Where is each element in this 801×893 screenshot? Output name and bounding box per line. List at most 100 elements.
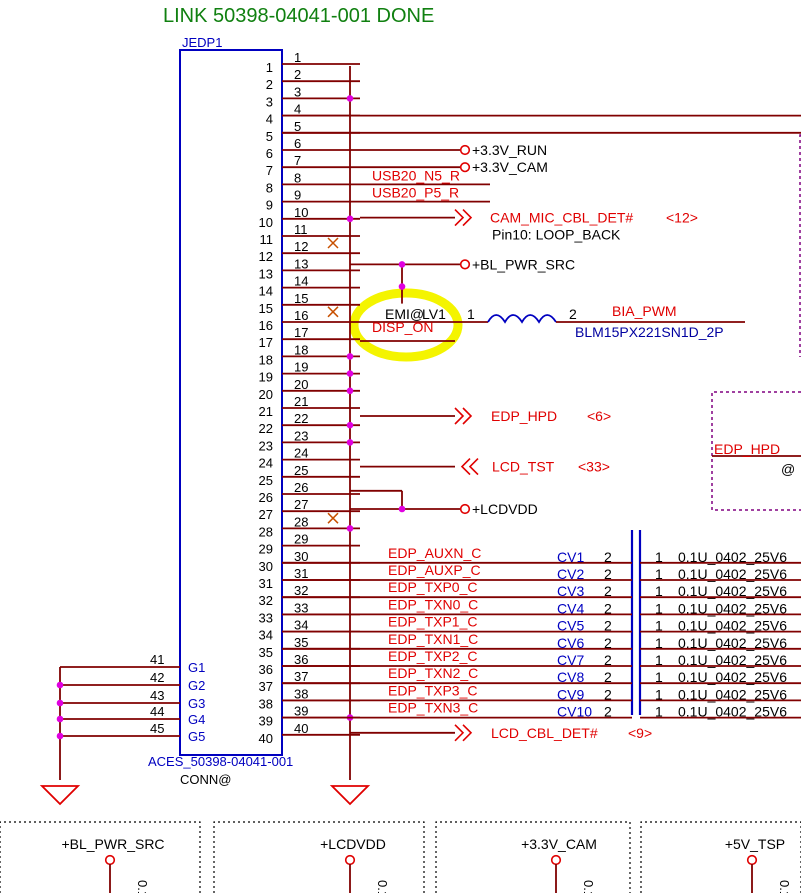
- page-title: LINK 50398-04041-001 DONE: [163, 5, 434, 27]
- junction-dot-bl: [398, 261, 406, 268]
- pin-number-right: 5: [294, 119, 301, 134]
- pin-number-right: 19: [294, 360, 308, 375]
- pin-number-left: 23: [259, 438, 273, 453]
- cap-value: 0.1U_0402_25V6: [678, 635, 787, 651]
- pin-number-right: 32: [294, 583, 308, 598]
- pin-number-left: 20: [259, 387, 273, 402]
- net-label-edp: EDP_TXN3_C: [388, 700, 478, 716]
- cap-value: 0.1U_0402_25V6: [678, 618, 787, 634]
- pin-number-left: 17: [259, 335, 273, 350]
- pin-number-left: 18: [259, 352, 273, 367]
- pin-number-left: 11: [260, 232, 274, 247]
- ground-pin-label: G5: [188, 729, 205, 744]
- pin-label-lv1-1: 1: [467, 306, 475, 322]
- pin-number-left: 15: [259, 301, 273, 316]
- net-label-disp-on: DISP_ON: [372, 319, 433, 335]
- pin-number-right: 11: [294, 222, 308, 237]
- cap-value: 0.1U_0402_25V6: [678, 686, 787, 702]
- page-ref-lcd-tst: <33>: [578, 459, 610, 475]
- ground-pin-label: G2: [188, 678, 205, 693]
- pin-number-left: 25: [259, 473, 273, 488]
- component-value-lv1: BLM15PX221SN1D_2P: [575, 324, 724, 340]
- ground-pin-label: G1: [188, 660, 205, 675]
- page-ref-cam-det: <12>: [666, 210, 698, 226]
- bottom-section-box: [640, 821, 801, 893]
- pin-number-right: 40: [294, 721, 308, 736]
- schematic-dynamic-layer: 1234567891011121314151617181920212223242…: [0, 50, 801, 893]
- cap-pin-a: 2: [604, 566, 612, 582]
- net-label-usb-n: USB20_N5_R: [372, 167, 460, 183]
- ground-symbol-left: [39, 785, 81, 806]
- pin-number-right: 23: [294, 428, 308, 443]
- pin-number-left: 3: [266, 94, 273, 109]
- offpage-arrow-lcd-tst: [460, 458, 479, 476]
- ground-pin-label: G3: [188, 696, 205, 711]
- net-label-bia: BIA_PWM: [612, 303, 677, 319]
- net-label-lcd-cbl: LCD_CBL_DET#: [491, 725, 598, 741]
- net-label-emi: EMI@: [385, 306, 424, 322]
- pin-number-left: 36: [259, 662, 273, 677]
- pin-number-left: 22: [259, 421, 273, 436]
- connector-ref: JEDP1: [182, 35, 222, 50]
- cap-pin-a: 2: [604, 618, 612, 634]
- bus-junction-dot: [346, 525, 354, 532]
- ground-pin-number: 41: [150, 652, 164, 667]
- ground-pin-number: 42: [150, 670, 164, 685]
- pin-number-left: 38: [259, 696, 273, 711]
- pin-number-right: 27: [294, 497, 308, 512]
- bus-junction-dot: [346, 95, 354, 102]
- net-label-bl-pwr: +BL_PWR_SRC: [472, 256, 575, 272]
- bottom-rail-label: +LCDVDD: [320, 836, 386, 852]
- pin-number-left: 12: [259, 249, 273, 264]
- pin-number-right: 21: [294, 394, 308, 409]
- bottom-cap-value: 0.1: [135, 880, 150, 893]
- power-port-run: [459, 144, 471, 156]
- pin-number-right: 10: [294, 205, 308, 220]
- pin-number-left: 34: [259, 628, 273, 643]
- bottom-section-box: [0, 821, 201, 893]
- offpage-arrow-edp-hpd: [454, 407, 473, 425]
- pin-number-right: 4: [294, 102, 301, 117]
- net-label-lcdvdd: +LCDVDD: [472, 501, 538, 517]
- cap-ref: CV6: [557, 635, 584, 651]
- cap-ref: CV1: [557, 549, 584, 565]
- power-port-cam: [459, 162, 471, 173]
- pin-number-left: 13: [259, 266, 273, 281]
- pin-number-right: 15: [294, 291, 308, 306]
- pin-number-left: 14: [259, 284, 273, 299]
- pin-number-right: 9: [294, 188, 301, 203]
- pin-number-right: 39: [294, 704, 308, 719]
- pin-number-left: 4: [266, 112, 273, 127]
- offpage-arrow-lcd-cbl: [454, 724, 473, 742]
- pin-number-left: 5: [266, 129, 273, 144]
- net-label-edp: EDP_TXP2_C: [388, 648, 477, 664]
- bus-junction-dot: [346, 439, 354, 446]
- cap-pin-a: 2: [604, 704, 612, 720]
- net-label-edp-hpd-box: EDP_HPD: [714, 441, 780, 457]
- component-ref-lv1: LV1: [422, 306, 446, 322]
- net-label-edp: EDP_TXN0_C: [388, 596, 478, 612]
- bottom-section-box: [435, 821, 631, 893]
- pin-number-right: 28: [294, 514, 308, 529]
- bottom-section-box: [213, 821, 425, 893]
- net-label-lcd-tst: LCD_TST: [492, 459, 555, 475]
- ground-pin-label: G4: [188, 712, 205, 727]
- pin-label-lv1-2: 2: [569, 306, 577, 322]
- cap-pin-a: 2: [604, 635, 612, 651]
- net-label-edp: EDP_TXP1_C: [388, 614, 477, 630]
- pin-number-right: 12: [294, 239, 308, 254]
- cap-pin-a: 2: [604, 600, 612, 616]
- cap-pin-a: 2: [604, 549, 612, 565]
- pin-number-left: 29: [259, 542, 273, 557]
- cap-pin-b: 1: [655, 635, 663, 651]
- pin-number-left: 40: [259, 731, 273, 746]
- bottom-rail-label: +BL_PWR_SRC: [61, 836, 164, 852]
- cap-value: 0.1U_0402_25V6: [678, 549, 787, 565]
- pin-number-right: 7: [294, 153, 301, 168]
- cap-ref: CV4: [557, 600, 584, 616]
- net-label-cam: +3.3V_CAM: [472, 159, 548, 175]
- net-label-usb-p: USB20_P5_R: [372, 185, 459, 201]
- net-label-edp: EDP_TXN2_C: [388, 665, 478, 681]
- ground-pin-number: 45: [150, 721, 164, 736]
